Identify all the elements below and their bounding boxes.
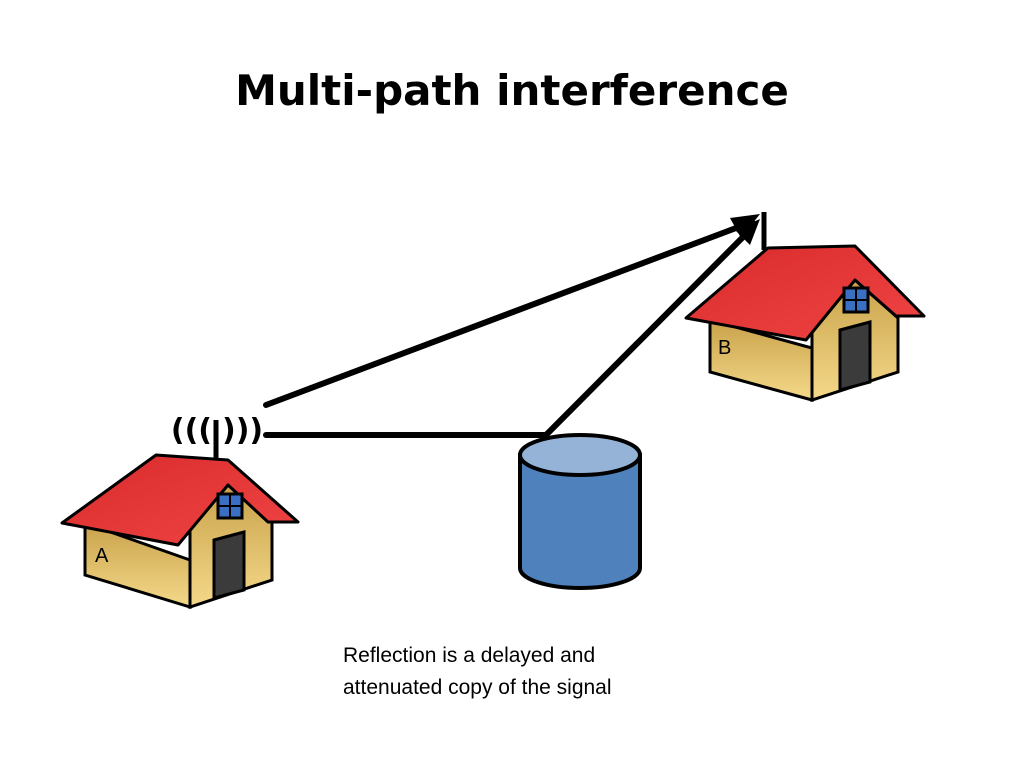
direct-path-line xyxy=(263,219,755,408)
house-a-label: A xyxy=(95,545,109,567)
house-a-icon: ((( ))) A xyxy=(60,413,300,610)
caption-line-2: attenuated copy of the signal xyxy=(343,676,612,699)
caption: Reflection is a delayed and attenuated c… xyxy=(343,640,703,704)
antenna-waves-left: ((( xyxy=(171,413,212,448)
slide-title: Multi-path interference xyxy=(235,66,789,115)
reflector-cylinder-icon xyxy=(518,433,642,590)
caption-line-1: Reflection is a delayed and xyxy=(343,644,596,667)
house-b-label: B xyxy=(718,337,731,359)
antenna-waves-right: ))) xyxy=(222,413,263,448)
house-b-icon: B xyxy=(684,212,926,403)
reflected-path-reflected-line xyxy=(543,225,755,438)
reflected-path-arrowhead xyxy=(735,219,760,245)
